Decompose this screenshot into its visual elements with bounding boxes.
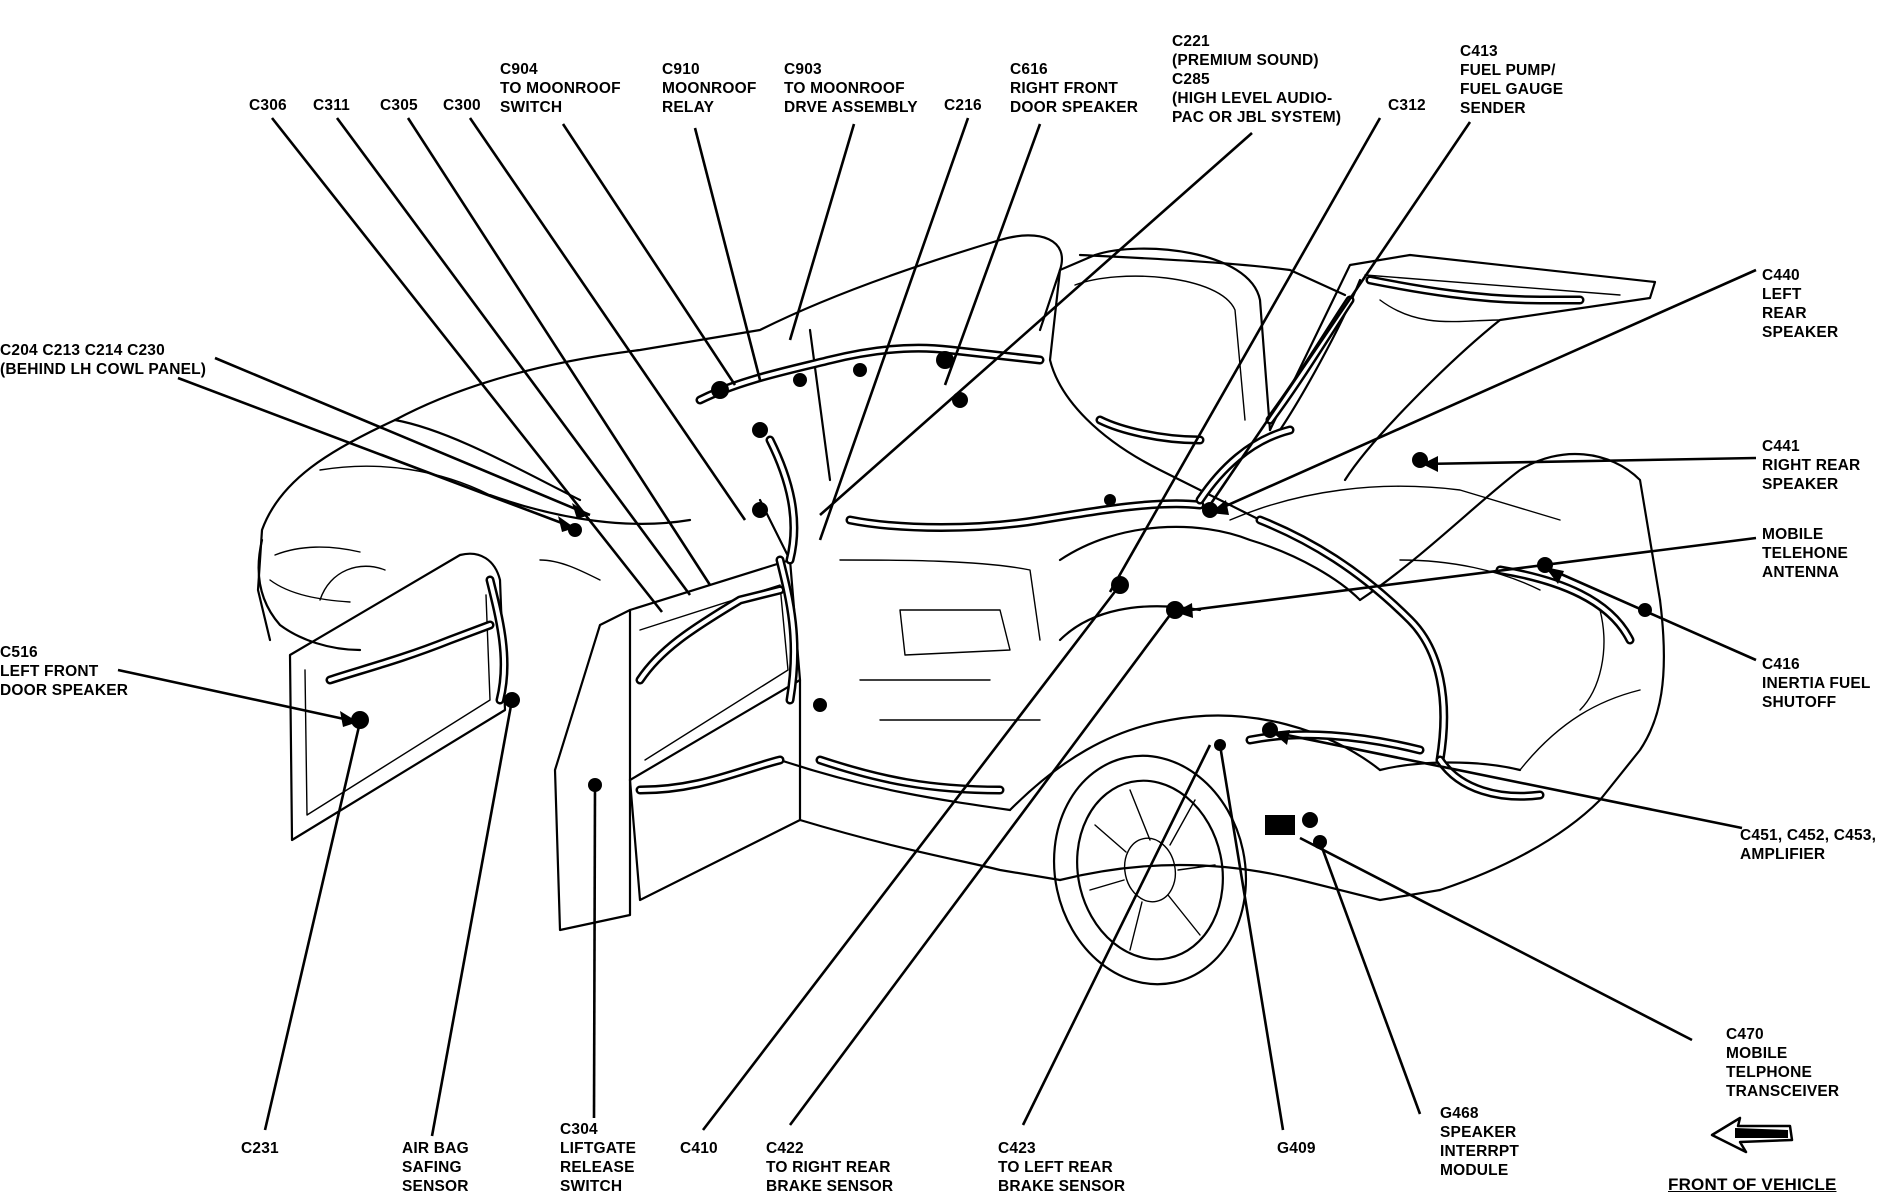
label-c410: C410 <box>680 1140 718 1157</box>
label-g468: G468 SPEAKER INTERRPT MODULE <box>1440 1105 1520 1179</box>
label-c516: C516 LEFT FRONT DOOR SPEAKER <box>0 644 129 699</box>
label-c413: C413 FUEL PUMP/ FUEL GAUGE SENDER <box>1460 43 1564 117</box>
label-c440: C440 LEFT REAR SPEAKER <box>1762 267 1839 341</box>
front-of-vehicle-arrow-icon <box>1710 1116 1794 1154</box>
label-c305: C305 <box>380 97 418 114</box>
label-c311: C311 <box>313 97 350 114</box>
leader-lines <box>117 117 1757 1137</box>
label-c231: C231 <box>241 1140 279 1157</box>
label-c306: C306 <box>249 97 287 114</box>
label-c216: C216 <box>944 97 982 114</box>
label-c903: C903 TO MOONROOF DRVE ASSEMBLY <box>784 61 918 116</box>
label-c416: C416 INERTIA FUEL SHUTOFF <box>1762 656 1871 711</box>
label-g409: G409 <box>1277 1140 1316 1157</box>
label-c904: C904 TO MOONROOF SWITCH <box>500 61 621 116</box>
label-c910: C910 MOONROOF RELAY <box>662 61 757 116</box>
label-c616: C616 RIGHT FRONT DOOR SPEAKER <box>1010 61 1139 116</box>
label-c423: C423 TO LEFT REAR BRAKE SENSOR <box>998 1140 1126 1195</box>
connectors <box>351 351 1652 849</box>
label-c312: C312 <box>1388 97 1426 114</box>
label-air-bag-sensor: AIR BAG SAFING SENSOR <box>402 1140 469 1195</box>
wiring-harness <box>325 275 1635 801</box>
arrowheads <box>340 456 1564 745</box>
label-c300: C300 <box>443 97 481 114</box>
label-front-of-vehicle: FRONT OF VEHICLE <box>1668 1175 1837 1194</box>
label-c304: C304 LIFTGATE RELEASE SWITCH <box>560 1121 637 1195</box>
label-c451-amplifier: C451, C452, C453, AMPLIFIER <box>1740 827 1877 863</box>
label-c221-c285: C221 (PREMIUM SOUND) C285 (HIGH LEVEL AU… <box>1172 33 1342 126</box>
label-mobile-antenna: MOBILE TELEHONE ANTENNA <box>1762 526 1848 581</box>
label-c422: C422 TO RIGHT REAR BRAKE SENSOR <box>766 1140 894 1195</box>
label-c204-group: C204 C213 C214 C230 (BEHIND LH COWL PANE… <box>0 342 207 378</box>
label-c470: C470 MOBILE TELPHONE TRANSCEIVER <box>1726 1026 1840 1100</box>
label-c441: C441 RIGHT REAR SPEAKER <box>1762 438 1861 493</box>
